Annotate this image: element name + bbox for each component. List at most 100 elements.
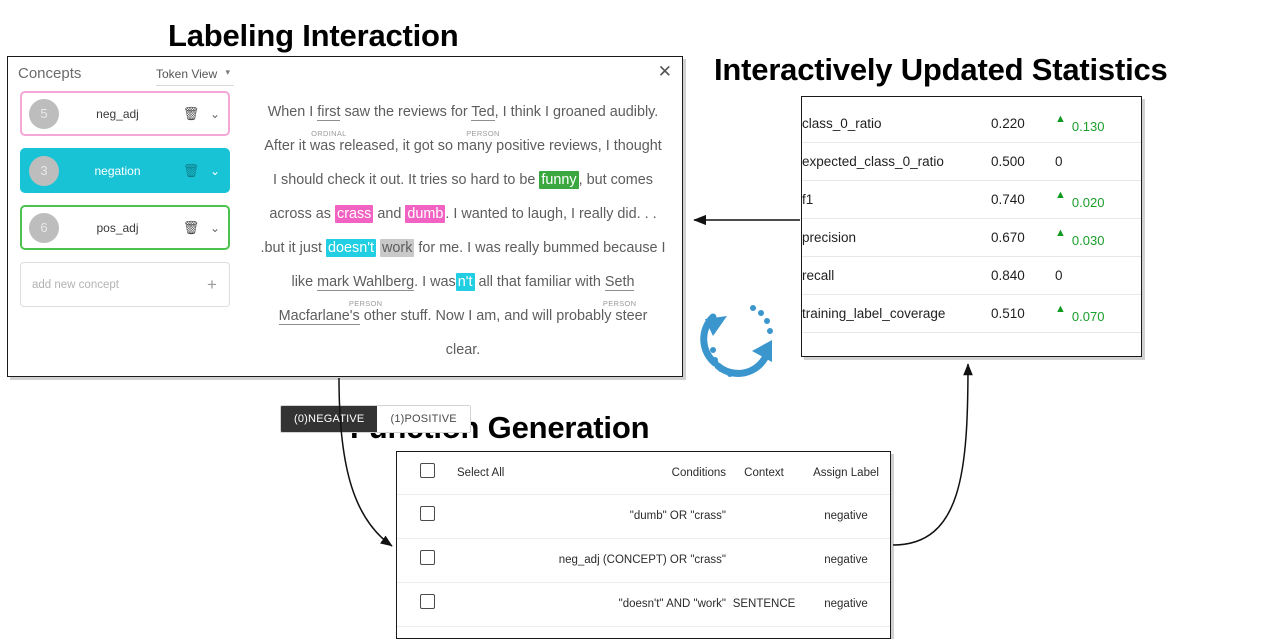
- column-header-context: Context: [744, 466, 784, 479]
- chevron-down-icon[interactable]: ⌄: [209, 163, 221, 178]
- stat-delta: 0: [1055, 143, 1141, 181]
- table-row[interactable]: "dumb" OR "crass" negative: [397, 494, 890, 538]
- concept-count-badge: 6: [29, 212, 59, 243]
- entity-type-tag: PERSON: [602, 299, 637, 308]
- column-header-conditions: Conditions: [671, 466, 726, 479]
- trash-icon[interactable]: 🗑: [182, 219, 200, 235]
- review-line: After it was released, it got so many po…: [254, 129, 672, 163]
- column-header-assign-label: Assign Label: [813, 466, 879, 479]
- label-toggle-group: (0)NEGATIVE (1)POSITIVE: [280, 405, 471, 433]
- concept-name-label: pos_adj: [96, 220, 139, 235]
- entity-type-tag: PERSON: [348, 299, 383, 308]
- up-arrow-icon: ▲: [1055, 303, 1066, 315]
- add-new-concept-input[interactable]: add new concept+: [20, 262, 230, 307]
- row-checkbox-cell[interactable]: [397, 538, 457, 582]
- delta-value: 0: [1055, 154, 1063, 169]
- stat-name: f1: [802, 192, 814, 207]
- stat-row: precision 0.670 ▲ 0.030: [802, 219, 1141, 257]
- close-icon[interactable]: ✕: [657, 62, 672, 81]
- section-title-statistics: Interactively Updated Statistics: [714, 52, 1168, 87]
- stat-delta: ▲0.130: [1055, 105, 1141, 143]
- delta-value: 0.030: [1071, 233, 1105, 248]
- token-view-label: Token View: [156, 67, 218, 81]
- checkbox-icon[interactable]: [419, 506, 435, 521]
- row-spacer: [457, 582, 516, 626]
- text-token: .but it just: [260, 240, 327, 256]
- row-context: [726, 538, 802, 582]
- up-arrow-icon: ▲: [1055, 227, 1066, 239]
- text-token: , I think I groaned audibly.: [494, 104, 659, 120]
- highlighted-token[interactable]: doesn't: [326, 239, 377, 257]
- highlighted-token[interactable]: funny: [539, 171, 579, 189]
- stat-name: expected_class_0_ratio: [802, 154, 944, 169]
- review-line: Macfarlane's other stuff. Now I am, and …: [254, 299, 672, 333]
- concept-name-label: negation: [94, 163, 141, 178]
- up-arrow-icon: ▲: [1055, 189, 1066, 201]
- row-context: [726, 494, 802, 538]
- function-generation-table: Select All Conditions Context Assign Lab…: [397, 452, 890, 627]
- entity-type-tag: PERSON: [466, 129, 500, 138]
- concepts-heading: Concepts: [18, 65, 82, 82]
- select-all-checkbox-cell[interactable]: [397, 452, 457, 494]
- text-token: . I was: [414, 274, 456, 290]
- label-button-negative[interactable]: (0)NEGATIVE: [281, 406, 378, 432]
- text-token: When I: [267, 104, 318, 120]
- stat-name: precision: [802, 230, 857, 245]
- named-entity-token[interactable]: Macfarlane's: [278, 308, 360, 325]
- delta-value: 0.070: [1071, 309, 1105, 324]
- text-token: for me. I was really bummed because I: [414, 240, 666, 256]
- delta-value: 0.130: [1071, 119, 1105, 134]
- label-button-positive[interactable]: (1)POSITIVE: [377, 406, 470, 432]
- stat-value: 0.510: [991, 306, 1025, 321]
- stat-value: 0.670: [991, 230, 1025, 245]
- highlighted-token[interactable]: dumb: [405, 205, 446, 223]
- checkbox-icon[interactable]: [419, 594, 435, 609]
- text-token: , but comes: [578, 172, 653, 188]
- review-line: I should check it out. It tries so hard …: [254, 163, 672, 197]
- concept-chip-pos_adj[interactable]: 6 pos_adj 🗑 ⌄: [20, 205, 230, 250]
- stat-delta: ▲ 0.030: [1055, 219, 1141, 257]
- plus-icon[interactable]: +: [207, 274, 217, 294]
- row-spacer: [457, 538, 516, 582]
- highlighted-token[interactable]: crass: [335, 205, 374, 223]
- row-checkbox-cell[interactable]: [397, 494, 457, 538]
- stat-value: 0.740: [991, 192, 1025, 207]
- highlighted-token[interactable]: n't: [455, 273, 475, 291]
- row-condition: "doesn't" AND "work": [618, 598, 726, 610]
- checkbox-icon[interactable]: [419, 550, 435, 565]
- review-line: .but it just doesn't work for me. I was …: [254, 231, 672, 265]
- arrow-labeling-to-functions: [338, 377, 393, 547]
- text-token: I should check it out. It tries so hard …: [273, 172, 540, 188]
- row-condition: "dumb" OR "crass": [629, 510, 726, 522]
- row-checkbox-cell[interactable]: [397, 582, 457, 626]
- chevron-down-icon[interactable]: ⌄: [209, 220, 221, 235]
- token-view-dropdown[interactable]: ▾ Token View: [156, 67, 234, 86]
- text-token: all that familiar with: [474, 274, 605, 290]
- text-token: After it was released, it got so many po…: [264, 138, 662, 154]
- checkbox-icon[interactable]: [419, 462, 435, 478]
- table-row[interactable]: neg_adj (CONCEPT) OR "crass"negative: [397, 538, 890, 582]
- text-token: and: [373, 206, 406, 222]
- trash-icon[interactable]: 🗑: [182, 162, 200, 178]
- chevron-down-icon[interactable]: ⌄: [209, 106, 221, 121]
- review-line: across as crass and dumb. I wanted to la…: [254, 197, 672, 231]
- column-header-select-all: Select All: [457, 466, 505, 479]
- row-assign-label: negative: [824, 510, 868, 522]
- text-token: saw the reviews for: [340, 104, 472, 120]
- highlighted-token[interactable]: work: [380, 239, 415, 257]
- trash-icon[interactable]: 🗑: [182, 105, 200, 121]
